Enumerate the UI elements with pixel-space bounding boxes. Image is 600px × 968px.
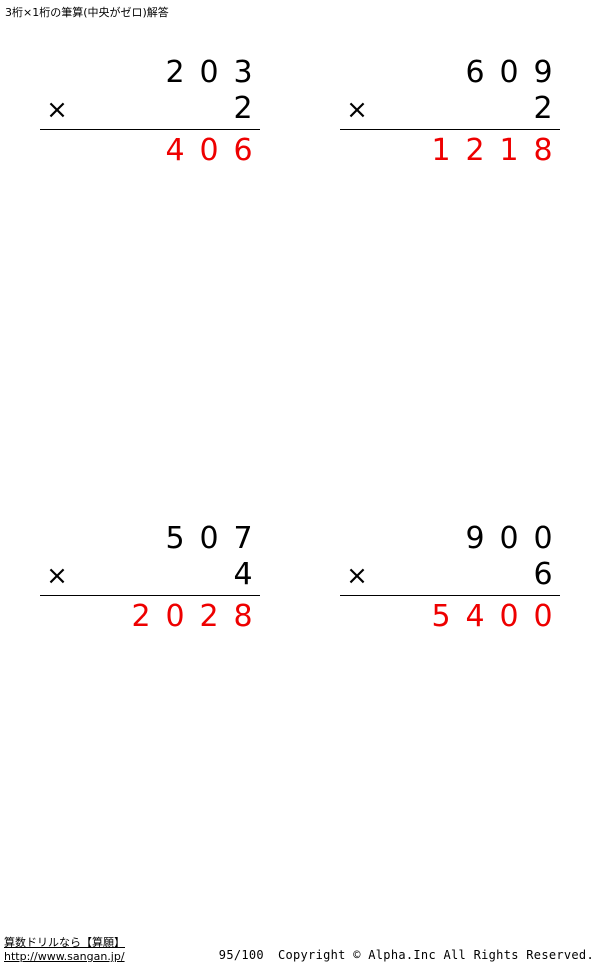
multiplicand-digit: 0 xyxy=(499,521,519,556)
footer-info: 95/100 Copyright © Alpha.Inc All Rights R… xyxy=(219,948,594,962)
answer-digit: 4 xyxy=(165,133,185,168)
problem-cell: 9 0 0 × 6 5 4 0 0 xyxy=(300,521,600,635)
divider-line xyxy=(40,595,260,596)
answer-row: 1 2 1 8 xyxy=(340,133,560,169)
answer-digit: 5 xyxy=(431,599,451,634)
copyright-text: Copyright © Alpha.Inc All Rights Reserve… xyxy=(277,948,594,962)
long-multiplication-3: 5 0 7 × 4 2 0 2 8 xyxy=(40,521,260,635)
multiplicand-digit: 9 xyxy=(533,55,553,90)
row-gap xyxy=(0,169,600,521)
answer-digit: 0 xyxy=(165,599,185,634)
multiplier-digit: 4 xyxy=(233,557,253,592)
multiplicand-digit: 0 xyxy=(199,55,219,90)
answer-digit: 2 xyxy=(465,133,485,168)
page-title: 3桁×1桁の筆算(中央がゼロ)解答 xyxy=(5,6,169,19)
multiplicand-digit: 7 xyxy=(233,521,253,556)
answer-digit: 2 xyxy=(199,599,219,634)
divider-line xyxy=(340,129,560,130)
multiplicand-digit: 9 xyxy=(465,521,485,556)
multiplicand-digit: 3 xyxy=(233,55,253,90)
divider-line xyxy=(340,595,560,596)
answer-row: 5 4 0 0 xyxy=(340,599,560,635)
multiplicand-digit: 6 xyxy=(465,55,485,90)
problem-cell: 5 0 7 × 4 2 0 2 8 xyxy=(0,521,300,635)
multiplicand-digit: 0 xyxy=(533,521,553,556)
long-multiplication-2: 6 0 9 × 2 1 2 1 8 xyxy=(340,55,560,169)
site-url-link[interactable]: http://www.sangan.jp/ xyxy=(4,950,125,963)
problem-row: 5 0 7 × 4 2 0 2 8 xyxy=(0,521,600,635)
answer-digit: 1 xyxy=(499,133,519,168)
multiply-operator-icon: × xyxy=(346,561,368,591)
answer-digit: 1 xyxy=(431,133,451,168)
answer-digit: 6 xyxy=(233,133,253,168)
answer-digit: 0 xyxy=(533,599,553,634)
problem-grid: 2 0 3 × 2 4 0 6 xyxy=(0,55,600,635)
problem-row: 2 0 3 × 2 4 0 6 xyxy=(0,55,600,169)
multiply-operator-icon: × xyxy=(46,95,68,125)
multiplicand-row: 2 0 3 xyxy=(40,55,260,91)
multiplier-row: × 6 xyxy=(340,557,560,593)
answer-digit: 2 xyxy=(131,599,151,634)
multiplicand-digit: 2 xyxy=(165,55,185,90)
multiplier-row: × 2 xyxy=(340,91,560,127)
multiplier-digit: 2 xyxy=(533,91,553,126)
multiply-operator-icon: × xyxy=(346,95,368,125)
long-multiplication-4: 9 0 0 × 6 5 4 0 0 xyxy=(340,521,560,635)
multiplicand-row: 6 0 9 xyxy=(340,55,560,91)
answer-digit: 0 xyxy=(499,599,519,634)
multiplicand-row: 5 0 7 xyxy=(40,521,260,557)
multiplier-digit: 2 xyxy=(233,91,253,126)
footer-branding: 算数ドリルなら【算願】 http://www.sangan.jp/ xyxy=(4,936,125,964)
multiplicand-row: 9 0 0 xyxy=(340,521,560,557)
multiplicand-digit: 0 xyxy=(199,521,219,556)
long-multiplication-1: 2 0 3 × 2 4 0 6 xyxy=(40,55,260,169)
answer-digit: 4 xyxy=(465,599,485,634)
page-number: 95/100 xyxy=(218,948,264,962)
answer-digit: 8 xyxy=(233,599,253,634)
multiply-operator-icon: × xyxy=(46,561,68,591)
multiplier-row: × 4 xyxy=(40,557,260,593)
answer-row: 2 0 2 8 xyxy=(40,599,260,635)
answer-digit: 8 xyxy=(533,133,553,168)
problem-cell: 2 0 3 × 2 4 0 6 xyxy=(0,55,300,169)
problem-cell: 6 0 9 × 2 1 2 1 8 xyxy=(300,55,600,169)
multiplier-digit: 6 xyxy=(533,557,553,592)
answer-digit: 0 xyxy=(199,133,219,168)
site-title: 算数ドリルなら【算願】 xyxy=(4,936,125,949)
multiplicand-digit: 5 xyxy=(165,521,185,556)
answer-row: 4 0 6 xyxy=(40,133,260,169)
multiplier-row: × 2 xyxy=(40,91,260,127)
divider-line xyxy=(40,129,260,130)
multiplicand-digit: 0 xyxy=(499,55,519,90)
